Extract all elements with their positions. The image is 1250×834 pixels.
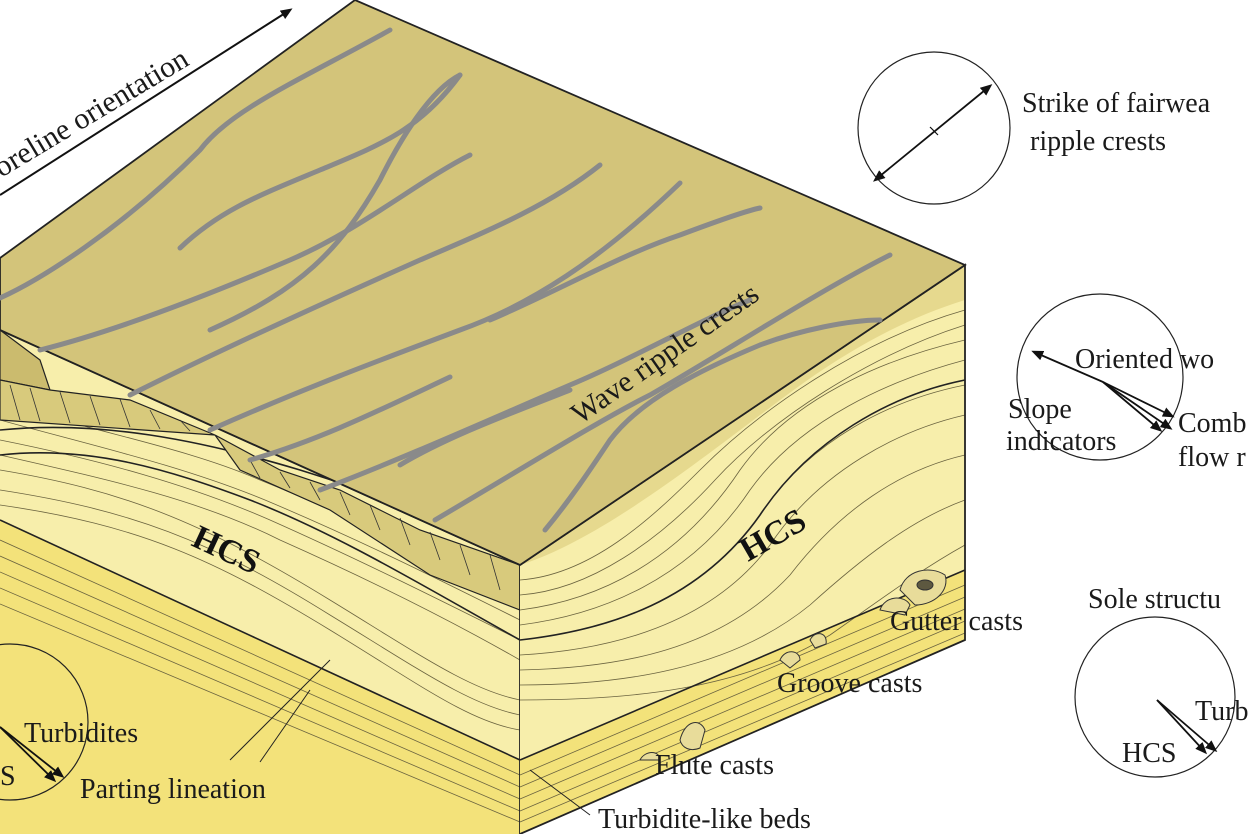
wave-ripple-crest-lines	[0, 27, 893, 533]
parting-lineation-label: Parting lineation	[80, 774, 266, 805]
hcs-right-zone	[520, 265, 965, 760]
flute-casts-label: Flute casts	[655, 750, 774, 781]
slope-label-line1: Slope	[1008, 394, 1072, 425]
oriented-label: Oriented wo	[1075, 344, 1214, 375]
sole-label: Sole structu	[1088, 584, 1221, 615]
strike-label-line1: Strike of fairwea	[1022, 88, 1211, 119]
comb-label-line1: Comb	[1178, 408, 1246, 439]
strike-label-line2: ripple crests	[1030, 126, 1166, 157]
turbidites-left-label: Turbidites	[24, 718, 138, 749]
sole-structures	[639, 569, 947, 761]
hcs-left-zone	[0, 330, 520, 760]
gutter-casts-label: Gutter casts	[890, 606, 1023, 637]
strike-circle: Strike of fairwea ripple crests	[857, 51, 1211, 205]
hcs-left-circle-label: S	[0, 761, 16, 792]
oriented-circle: Oriented wo Slope indicators Comb flow r	[1006, 293, 1246, 473]
slope-label-line2: indicators	[1006, 426, 1116, 457]
turbidites-circle: Turbidites S	[0, 643, 138, 801]
sole-circle: Sole structu Turb HCS	[1074, 584, 1248, 778]
comb-label-line2: flow r	[1178, 442, 1246, 473]
turb-right-label: Turb	[1195, 696, 1248, 727]
hcs-right-circle-label: HCS	[1122, 738, 1176, 769]
top-face	[0, 0, 967, 567]
turbidite-beds-label: Turbidite-like beds	[598, 804, 811, 834]
leader-lines	[229, 659, 591, 816]
shoreline-arrow	[0, 8, 293, 196]
turbidite-beds-right-band	[520, 570, 965, 834]
groove-casts-label: Groove casts	[777, 668, 922, 699]
top-surface: oreline orientation Wave ripple crests	[0, 0, 967, 567]
